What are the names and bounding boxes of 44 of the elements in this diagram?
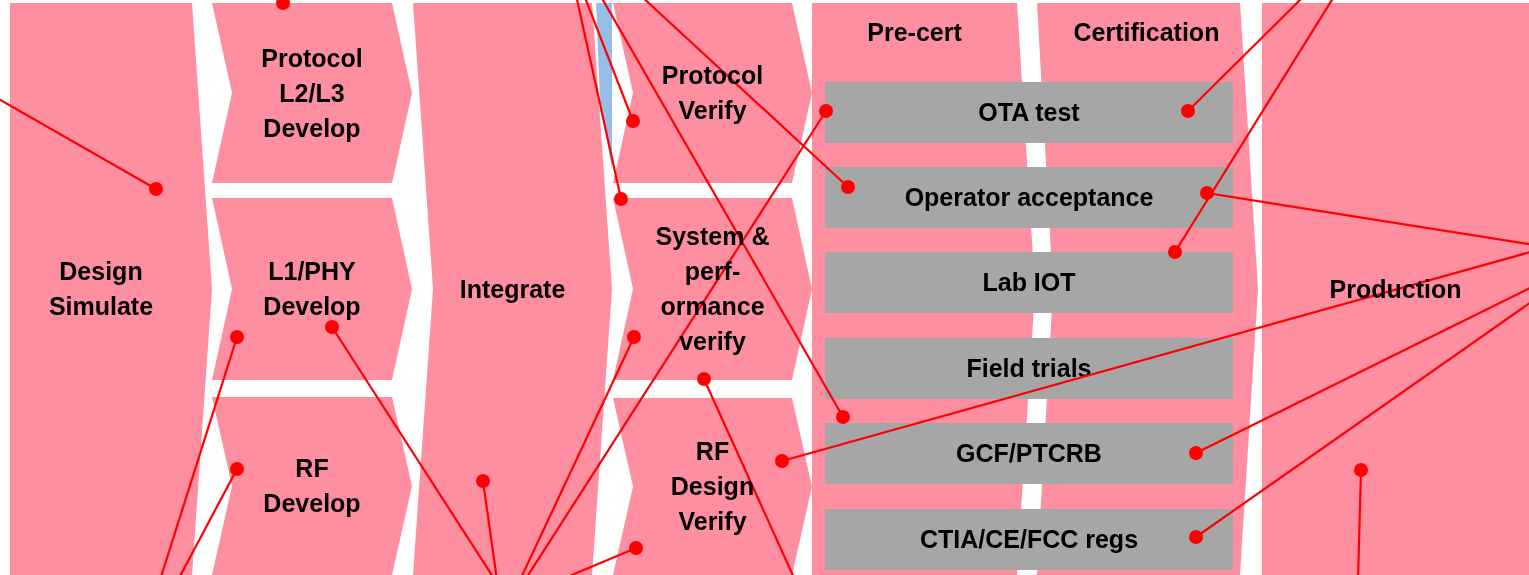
- task-bar: [825, 82, 1233, 143]
- stage-panel: [212, 397, 412, 575]
- leader-line: [524, 104, 833, 575]
- task-bar: [825, 252, 1233, 313]
- leader-line: [158, 330, 244, 575]
- leader-line: [1168, 0, 1336, 259]
- stage-panel: [613, 3, 812, 183]
- task-bar: [825, 338, 1233, 399]
- task-label: Operator acceptance: [903, 182, 1155, 213]
- phase-panel: [1262, 3, 1529, 575]
- task-label: Field trials: [965, 353, 1093, 384]
- stage-label: Protocol L2/L3 Develop: [260, 42, 364, 144]
- leader-line: [0, 96, 163, 196]
- stage-label: Certification: [1072, 17, 1221, 48]
- stage-label: Design Simulate: [47, 256, 155, 322]
- stage-label: L1/PHY Develop: [262, 256, 362, 322]
- leader-line: [276, 0, 290, 10]
- stage-label: Pre-cert: [866, 17, 963, 48]
- leader-line: [325, 320, 496, 575]
- leader-line: [1189, 285, 1529, 460]
- leader-line: [775, 249, 1529, 468]
- leader-line: [697, 372, 796, 575]
- stage-panel: [212, 198, 412, 380]
- stage-label: RF Develop: [262, 453, 362, 519]
- stage-label: Integrate: [458, 273, 567, 305]
- stage-panel: [613, 398, 812, 575]
- leader-line: [1354, 463, 1368, 575]
- stage-panel: [212, 3, 412, 183]
- task-label: GCF/PTCRB: [955, 438, 1103, 469]
- leader-line: [574, 0, 628, 206]
- task-label: Lab IOT: [981, 267, 1077, 298]
- leader-line: [582, 0, 640, 128]
- task-bar: [825, 509, 1233, 570]
- leader-line: [599, 0, 850, 424]
- stage-panel: [613, 198, 812, 380]
- leader-line: [476, 474, 499, 575]
- task-label: OTA test: [977, 97, 1081, 128]
- leader-line: [1200, 186, 1529, 247]
- task-bar: [825, 423, 1233, 484]
- leader-line: [519, 330, 641, 575]
- task-label: CTIA/CE/FCC regs: [918, 524, 1140, 555]
- task-bar: [825, 167, 1233, 228]
- leader-line: [177, 462, 244, 575]
- stage-label: RF Design Verify: [669, 436, 756, 537]
